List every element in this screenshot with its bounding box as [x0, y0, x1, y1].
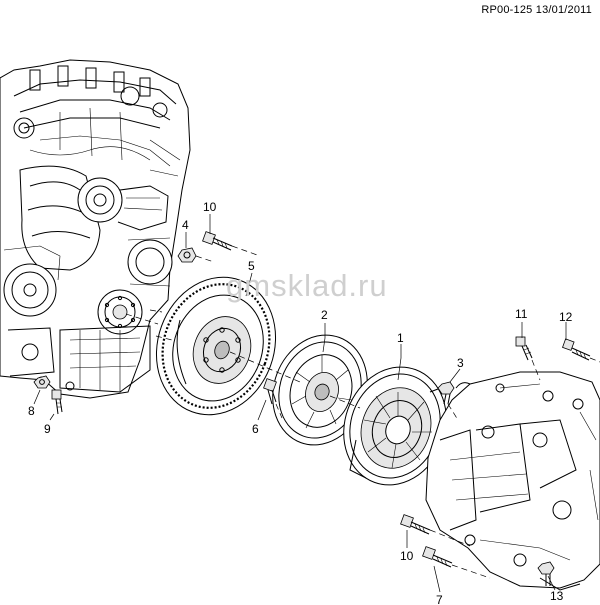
callout-13: 13	[550, 589, 564, 603]
callout-12: 12	[559, 310, 573, 324]
callout-6: 6	[252, 422, 259, 436]
assembly-centerlines	[125, 245, 600, 579]
bolt-13	[537, 561, 555, 586]
flywheel	[155, 276, 277, 416]
callout-7: 7	[436, 593, 443, 605]
bolt-7	[422, 546, 453, 568]
bolt-10-lower	[400, 514, 431, 535]
gearbox	[425, 371, 600, 591]
nut-8	[33, 375, 51, 389]
callout-11: 11	[515, 307, 528, 321]
clutch-disc	[272, 334, 368, 446]
engine-block	[0, 59, 191, 399]
watermark-text: gmsklad.ru	[226, 268, 388, 303]
callout-3: 3	[457, 356, 464, 370]
callout-labels: 1 2 3 4 5 6 7 8 9 10 10 11 12 13	[28, 200, 573, 605]
callout-5: 5	[248, 259, 255, 273]
bolt-12	[562, 338, 591, 361]
diagram-reference: RP00-125 13/01/2011	[481, 4, 592, 16]
bolt-6	[263, 378, 277, 405]
callout-1: 1	[397, 331, 404, 345]
nut-4	[177, 247, 197, 263]
callout-8: 8	[28, 404, 35, 418]
callout-leaders	[33, 214, 567, 593]
callout-9: 9	[44, 422, 51, 436]
bolt-9	[51, 389, 63, 415]
bolt-10-upper	[202, 231, 233, 251]
callout-10-upper: 10	[203, 200, 217, 214]
callout-10-lower: 10	[400, 549, 414, 563]
bolt-11	[515, 336, 533, 361]
callout-4: 4	[182, 218, 189, 232]
callout-2: 2	[321, 308, 328, 322]
